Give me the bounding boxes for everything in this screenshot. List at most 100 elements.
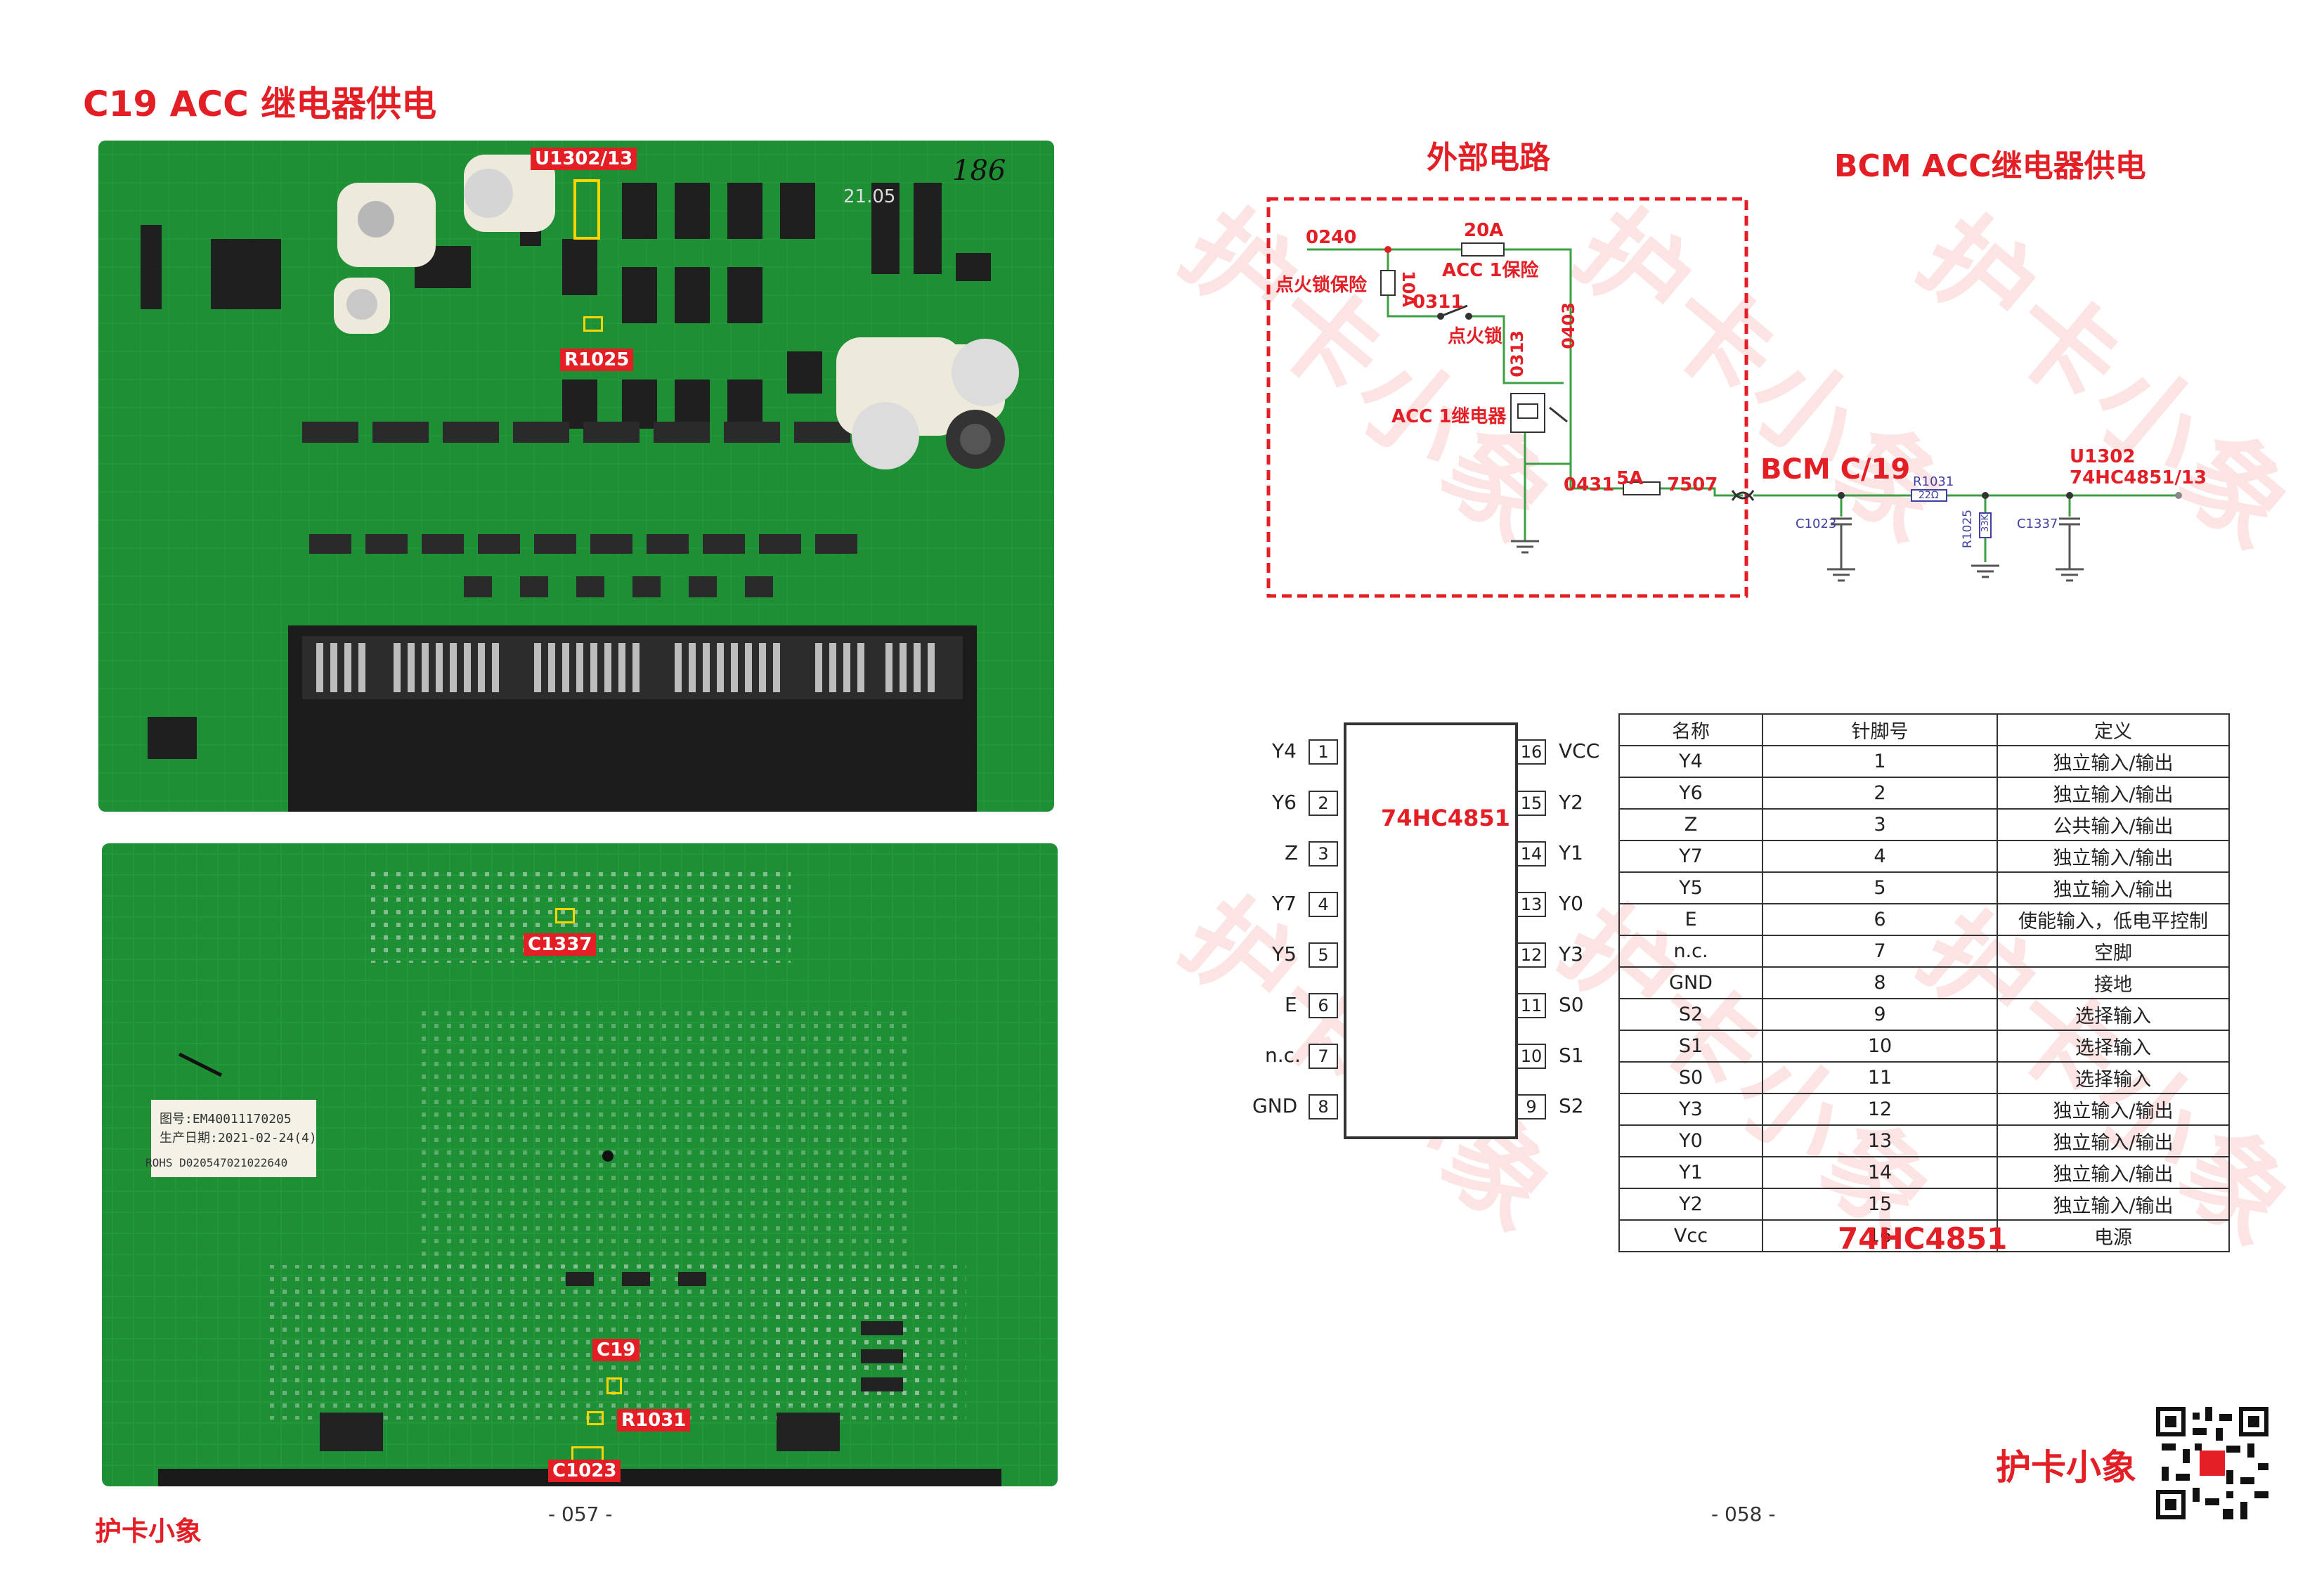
ic-left-pin-number: 8: [1309, 1094, 1338, 1120]
ic-right-pin-number: 11: [1517, 993, 1546, 1018]
table-cell: Y4: [1618, 745, 1763, 778]
qr-code-icon: [2156, 1407, 2268, 1519]
table-cell: 12: [1762, 1093, 1998, 1126]
r1031-value: 22Ω: [1919, 490, 1939, 501]
c1337-label: C1337: [524, 933, 597, 956]
table-cell: 独立输入/输出: [1997, 777, 2230, 810]
ic-right-pin-number: 13: [1517, 892, 1546, 917]
r1025-value: 33K: [1980, 514, 1991, 533]
ic-left-pin-label: Y6: [1272, 791, 1297, 814]
table-cell: 3: [1762, 808, 1998, 841]
table-cell: 11: [1762, 1061, 1998, 1094]
u1302-highlight: [573, 179, 600, 240]
table-cell: Y7: [1618, 840, 1763, 873]
table-cell: Vcc: [1618, 1219, 1763, 1252]
pcb-top-photo: 186 21.05: [98, 141, 1054, 812]
wire-0313: 0313: [1507, 330, 1527, 377]
table-cell: 独立输入/输出: [1997, 745, 2230, 778]
ic-right-pin-number: 15: [1517, 791, 1546, 816]
table-cell: 公共输入/输出: [1997, 808, 2230, 841]
table-cell: 4: [1762, 840, 1998, 873]
table-header: 名称: [1618, 713, 1763, 746]
board-date: 21.05: [843, 186, 896, 207]
ic-right-pin-label: Y2: [1559, 791, 1583, 814]
table-cell: 电源: [1997, 1219, 2230, 1252]
ic-name: 74HC4851: [1381, 805, 1510, 831]
ic-left-pin-number: 6: [1309, 993, 1338, 1018]
r1025-schematic-label: R1025: [1961, 510, 1975, 549]
table-cell: E: [1618, 903, 1763, 936]
c1023-schematic-label: C1023: [1796, 517, 1837, 531]
table-cell: 1: [1762, 745, 1998, 778]
left-brand: 护卡小象: [95, 1516, 202, 1547]
ic-left-pin-number: 7: [1309, 1044, 1338, 1069]
wire-7507: 7507: [1667, 474, 1718, 495]
ignition-lock-label: 点火锁: [1448, 326, 1503, 347]
table-cell: Y2: [1618, 1188, 1763, 1221]
table-cell: S0: [1618, 1061, 1763, 1094]
circuit-diagram: [1266, 197, 2182, 598]
sticker-drawing-no: 图号:EM40011170205: [160, 1112, 292, 1127]
sticker-rohs: ROHS D020547021022640: [145, 1156, 288, 1169]
pcb-top-artwork: [98, 141, 1054, 812]
table-header: 定义: [1997, 713, 2230, 746]
ic-right-pin-label: S1: [1559, 1044, 1584, 1067]
acc-relay-label: ACC 1继电器: [1391, 406, 1507, 427]
u1302-label: U1302/13: [531, 148, 637, 170]
table-cell: 接地: [1997, 966, 2230, 999]
ic-left-pin-label: Z: [1285, 841, 1299, 864]
ic-right-pin-label: Y0: [1559, 892, 1583, 915]
table-cell: 9: [1762, 998, 1998, 1031]
ic-right-pin-label: S2: [1559, 1094, 1584, 1117]
ic-left-pin-number: 2: [1309, 791, 1338, 816]
table-cell: 2: [1762, 777, 1998, 810]
ic-left-pin-label: E: [1285, 993, 1297, 1016]
ic-left-pin-number: 3: [1309, 841, 1338, 867]
ic-right-pin-label: Y1: [1559, 841, 1583, 864]
fuse-20a: 20A: [1464, 220, 1504, 241]
r1025-label: R1025: [560, 349, 634, 371]
ic-right-pin-number: 9: [1517, 1094, 1546, 1120]
table-cell: 独立输入/输出: [1997, 871, 2230, 904]
wire-0431: 0431: [1564, 474, 1615, 495]
table-cell: 选择输入: [1997, 1061, 2230, 1094]
table-cell: 16: [1762, 1219, 1998, 1252]
table-cell: 独立输入/输出: [1997, 840, 2230, 873]
table-overlay-ic-name: 74HC4851: [1838, 1221, 2008, 1256]
table-cell: n.c.: [1618, 935, 1763, 968]
ic-right-pin-number: 12: [1517, 942, 1546, 968]
ic-left-pin-number: 5: [1309, 942, 1338, 968]
table-cell: Y5: [1618, 871, 1763, 904]
c1337-schematic-label: C1337: [2017, 517, 2058, 531]
table-cell: 8: [1762, 966, 1998, 999]
table-cell: Y6: [1618, 777, 1763, 810]
ic-left-pin-label: n.c.: [1265, 1044, 1301, 1067]
ic-right-pin-number: 16: [1517, 739, 1546, 765]
table-cell: 14: [1762, 1156, 1998, 1189]
ic-right-pin-label: S0: [1559, 993, 1584, 1016]
table-cell: Z: [1618, 808, 1763, 841]
c19-highlight: [606, 1377, 622, 1394]
table-cell: 独立输入/输出: [1997, 1188, 2230, 1221]
table-cell: 独立输入/输出: [1997, 1156, 2230, 1189]
table-cell: 5: [1762, 871, 1998, 904]
handwritten-mark: 186: [952, 155, 1006, 187]
ic-left-pin-label: GND: [1252, 1094, 1298, 1117]
table-cell: S2: [1618, 998, 1763, 1031]
table-cell: 7: [1762, 935, 1998, 968]
pcb-bottom-photo: 图号:EM40011170205 生产日期:2021-02-24(4) ROHS…: [102, 843, 1058, 1486]
r1031-schematic-label: R1031: [1913, 474, 1954, 489]
ic-right-pin-label: Y3: [1559, 942, 1583, 966]
